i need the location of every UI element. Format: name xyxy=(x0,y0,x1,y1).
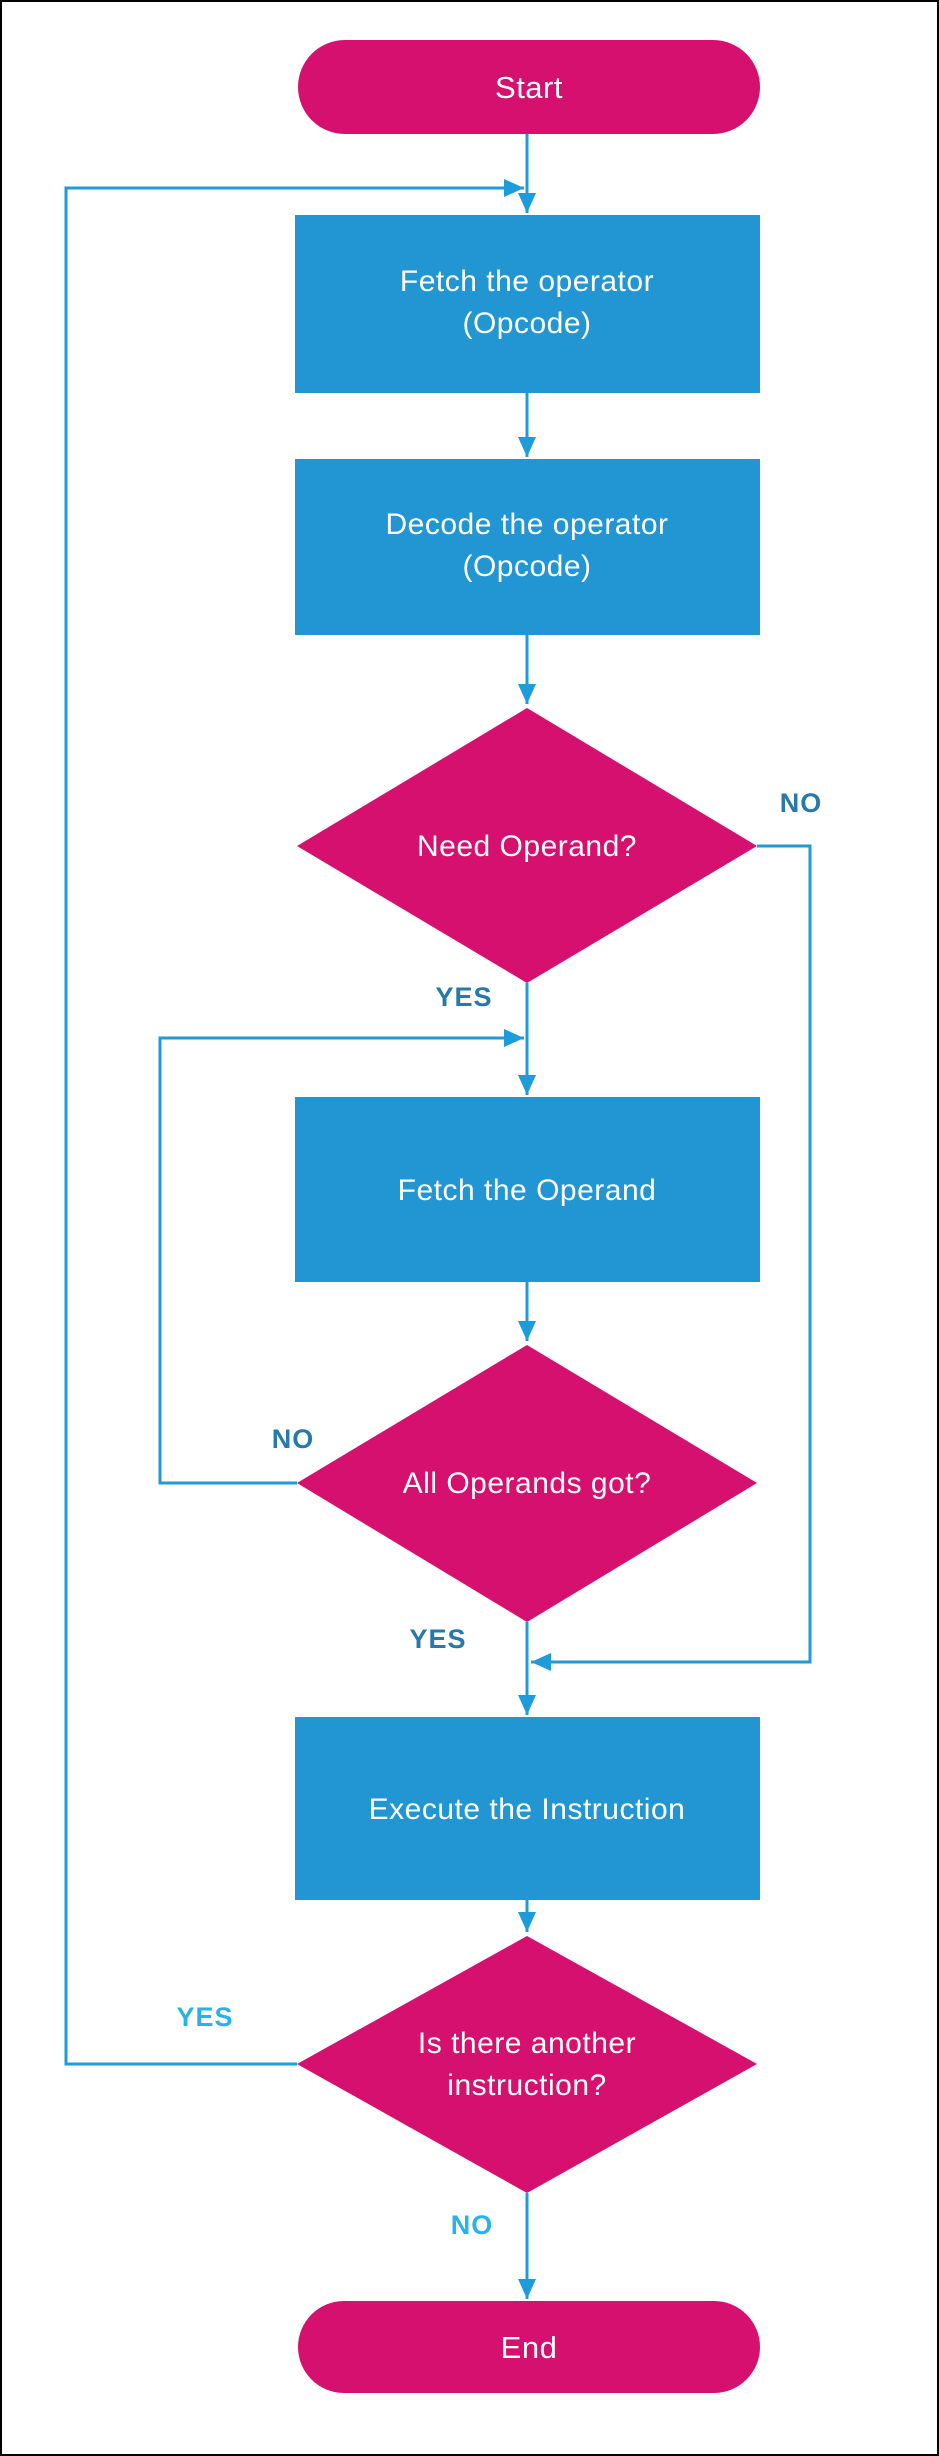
execute-label: Execute the Instruction xyxy=(369,1793,686,1826)
need-operand-label: Need Operand? xyxy=(417,830,637,863)
edge-labels: NO YES NO YES YES NO xyxy=(176,788,823,2240)
edge-all-operands-no-loop xyxy=(158,1029,524,1485)
another-instruction-label-line2: instruction? xyxy=(447,2069,606,2102)
another-instruction-no-label: NO xyxy=(451,2210,494,2240)
all-operands-yes-label: YES xyxy=(409,1624,466,1654)
start-label: Start xyxy=(495,70,563,105)
another-instruction-decision xyxy=(297,1936,757,2193)
execute-process xyxy=(295,1717,760,1900)
connectors xyxy=(64,134,812,2299)
end-terminator xyxy=(298,2301,760,2393)
need-operand-no-label: NO xyxy=(780,788,823,818)
decode-opcode-label-line2: (Opcode) xyxy=(462,550,591,583)
all-operands-label: All Operands got? xyxy=(403,1467,652,1500)
fetch-opcode-label-line2: (Opcode) xyxy=(462,307,591,340)
fetch-opcode-process xyxy=(295,215,760,393)
edge-need-operand-no-branch xyxy=(531,844,812,1671)
all-operands-no-label: NO xyxy=(272,1424,315,1454)
decode-opcode-process xyxy=(295,459,760,635)
decode-opcode-label-line1: Decode the operator xyxy=(385,508,668,541)
another-instruction-label-line1: Is there another xyxy=(418,2027,636,2060)
shapes: Start Fetch the operator (Opcode) Decode… xyxy=(295,40,760,2393)
need-operand-yes-label: YES xyxy=(435,982,492,1012)
fetch-opcode-label-line1: Fetch the operator xyxy=(400,265,654,298)
all-operands-decision xyxy=(297,1345,757,1622)
another-instruction-yes-label: YES xyxy=(176,2002,233,2032)
edge-another-instruction-yes-loop xyxy=(64,179,524,2066)
need-operand-decision xyxy=(297,708,757,983)
start-terminator xyxy=(298,40,760,134)
end-label: End xyxy=(501,2330,558,2365)
fetch-operand-label: Fetch the Operand xyxy=(398,1174,657,1207)
fetch-operand-process xyxy=(295,1097,760,1282)
